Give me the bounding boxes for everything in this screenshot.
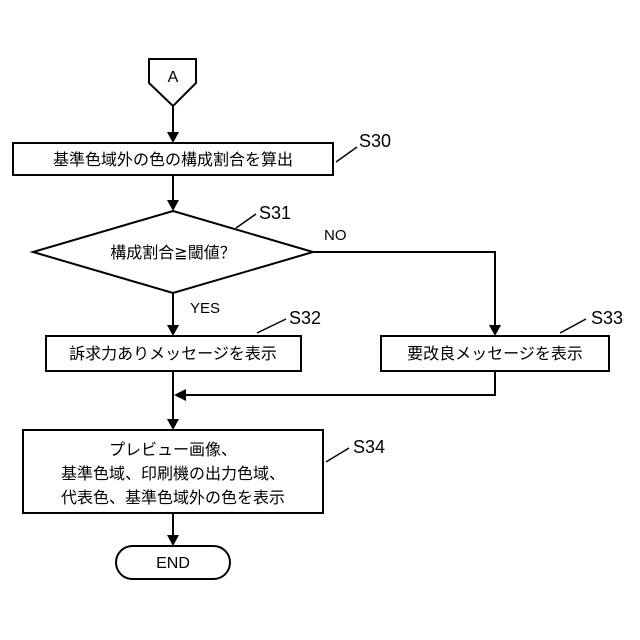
arrowhead — [174, 389, 186, 401]
step-s31-text: 構成割合≧閾値？ — [110, 243, 235, 262]
connector-a: A — [149, 59, 196, 106]
step-s32-text: 訴求力ありメッセージを表示 — [69, 344, 277, 363]
leader-line — [236, 214, 256, 228]
arrowhead — [167, 132, 179, 143]
step-s30-tag: S30 — [359, 131, 391, 151]
step-s30-text: 基準色域外の色の構成割合を算出 — [53, 150, 293, 169]
step-s32: 訴求力ありメッセージを表示 S32 — [46, 308, 321, 371]
arrow-s33-merge — [185, 371, 495, 395]
terminator-label: END — [156, 555, 190, 572]
step-s34-line-1: プレビュー画像、 — [109, 440, 237, 459]
arrowhead — [167, 419, 179, 430]
step-s33-tag: S33 — [591, 308, 623, 328]
arrowhead — [167, 200, 179, 211]
branch-no-label: NO — [324, 227, 347, 244]
leader-line — [257, 319, 286, 333]
step-s34-line-2: 基準色域、印刷機の出力色域、 — [61, 464, 285, 483]
step-s31-tag: S31 — [259, 203, 291, 223]
step-s34-tag: S34 — [353, 437, 385, 457]
step-s33: 要改良メッセージを表示 S33 — [381, 308, 623, 371]
step-s33-text: 要改良メッセージを表示 — [407, 344, 583, 363]
arrowhead — [167, 325, 179, 336]
connector-label: A — [168, 69, 179, 86]
step-s34: プレビュー画像、 基準色域、印刷機の出力色域、 代表色、基準色域外の色を表示 S… — [23, 430, 385, 513]
leader-line — [560, 319, 586, 333]
branch-yes-label: YES — [190, 300, 220, 317]
step-s32-tag: S32 — [289, 308, 321, 328]
leader-line — [326, 448, 349, 462]
step-s30: 基準色域外の色の構成割合を算出 S30 — [13, 131, 391, 175]
arrow-s31-s33 — [313, 252, 495, 327]
leader-line — [336, 147, 357, 162]
arrowhead — [167, 535, 179, 546]
arrowhead — [489, 325, 501, 336]
step-s31: 構成割合≧閾値？ S31 — [33, 203, 313, 293]
terminator-end: END — [116, 546, 230, 579]
step-s34-line-3: 代表色、基準色域外の色を表示 — [61, 488, 285, 507]
